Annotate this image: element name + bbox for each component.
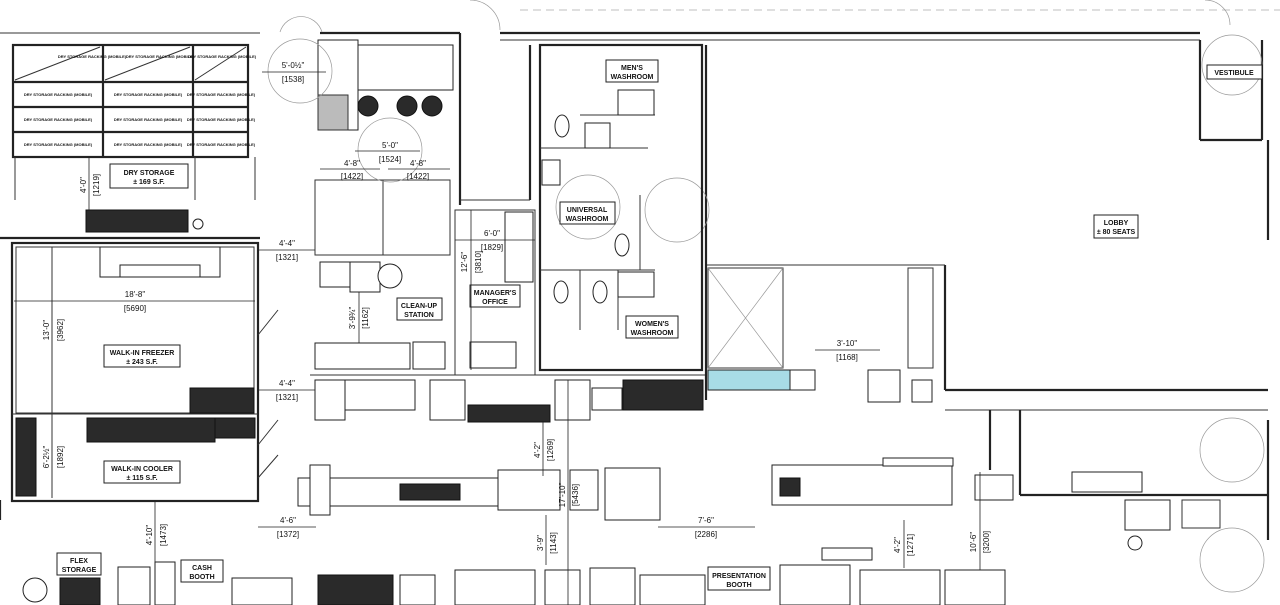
dim-metric: [1829] xyxy=(481,243,503,252)
rack-label: DRY STORAGE RACKING (MOBILE) xyxy=(188,54,257,59)
rack-label: DRY STORAGE RACKING (MOBILE) xyxy=(187,117,256,122)
dim-imperial: 4'-4" xyxy=(279,239,295,248)
universal-washroom-label-2: WASHROOM xyxy=(566,216,609,223)
dim-imperial: 3'-10" xyxy=(837,339,858,348)
rack-label: DRY STORAGE RACKING (MOBILE) xyxy=(24,117,93,122)
vestibule-label: VESTIBULE xyxy=(1214,70,1254,77)
lobby-label: LOBBY xyxy=(1104,220,1129,227)
mens-washroom-label: MEN'S xyxy=(621,65,643,72)
dim-metric: [1143] xyxy=(549,532,558,554)
dim-metric: [3810] xyxy=(474,251,483,273)
womens-washroom-label: WOMEN'S xyxy=(635,321,669,328)
dim-metric: [1524] xyxy=(379,155,401,164)
dim-imperial: 4'-8" xyxy=(344,159,360,168)
walk-in-units xyxy=(10,241,279,503)
dim-metric: [3962] xyxy=(56,319,65,341)
dim-imperial: 4'-2" xyxy=(893,537,902,553)
dim-metric: [1422] xyxy=(407,172,429,181)
dim-metric: [1269] xyxy=(546,439,555,461)
managers-office-label: MANAGER'S xyxy=(474,290,517,297)
rack-label: DRY STORAGE RACKING (MOBILE) xyxy=(114,92,183,97)
dim-imperial: 7'-6" xyxy=(698,516,714,525)
rack-label: DRY STORAGE RACKING (MOBILE) xyxy=(114,142,183,147)
dim-metric: [1473] xyxy=(159,524,168,546)
clean-up-station-label: CLEAN-UP xyxy=(401,303,437,310)
rack-label: DRY STORAGE RACKING (MOBILE) xyxy=(126,54,195,59)
dim-metric: [1162] xyxy=(361,307,370,329)
dim-imperial: 4'-8" xyxy=(410,159,426,168)
dim-metric: [1321] xyxy=(276,253,298,262)
lobby-seats: ± 80 SEATS xyxy=(1097,229,1136,236)
dim-imperial: 13'-0" xyxy=(42,320,51,341)
dim-metric: [3200] xyxy=(982,531,991,553)
dim-imperial: 6'-2½" xyxy=(42,446,51,469)
dim-imperial: 17'-10" xyxy=(558,482,567,507)
dim-metric: [5690] xyxy=(124,304,146,313)
rack-label: DRY STORAGE RACKING (MOBILE) xyxy=(24,142,93,147)
universal-washroom-label: UNIVERSAL xyxy=(567,207,608,214)
dim-imperial: 5'-0½" xyxy=(282,61,305,70)
dimensions: 5'-0½" [1538] 5'-0" [1524] 4'-8" [1422] … xyxy=(14,61,991,605)
dim-metric: [1372] xyxy=(277,530,299,539)
dim-imperial: 3'-9¾" xyxy=(348,307,357,330)
dim-imperial: 3'-9" xyxy=(536,535,545,551)
clean-up-station-label-2: STATION xyxy=(404,312,434,319)
dim-imperial: 5'-0" xyxy=(382,141,398,150)
managers-office-label-2: OFFICE xyxy=(482,299,508,306)
rack-label: DRY STORAGE RACKING (MOBILE) xyxy=(24,92,93,97)
dim-imperial: 4'-10" xyxy=(145,525,154,546)
dim-metric: [1219] xyxy=(92,174,101,196)
dim-metric: [1422] xyxy=(341,172,363,181)
dim-imperial: 12'-6" xyxy=(460,252,469,273)
mens-washroom-label-2: WASHROOM xyxy=(611,74,654,81)
dry-storage-racks: DRY STORAGE RACKING (MOBILE) DRY STORAGE… xyxy=(11,43,257,233)
cash-booth-label: CASH xyxy=(192,565,212,572)
dim-imperial: 4'-6" xyxy=(280,516,296,525)
walk-in-freezer-area: ± 243 S.F. xyxy=(126,359,158,366)
womens-washroom-label-2: WASHROOM xyxy=(631,330,674,337)
walk-in-cooler-label: WALK-IN COOLER xyxy=(111,466,173,473)
dim-imperial: 10'-6" xyxy=(969,532,978,553)
rack-label: DRY STORAGE RACKING (MOBILE) xyxy=(58,54,127,59)
dim-metric: [1168] xyxy=(836,353,858,362)
walk-in-cooler-area: ± 115 S.F. xyxy=(126,475,157,482)
dim-metric: [5436] xyxy=(571,484,580,506)
dry-storage-label: DRY STORAGE xyxy=(124,170,175,177)
dim-imperial: 4'-4" xyxy=(279,379,295,388)
dim-metric: [1892] xyxy=(56,446,65,468)
washroom-block xyxy=(454,43,704,376)
rack-label: DRY STORAGE RACKING (MOBILE) xyxy=(187,92,256,97)
dim-imperial: 6'-0" xyxy=(484,229,500,238)
flex-storage-label-2: STORAGE xyxy=(62,567,97,574)
rack-label: DRY STORAGE RACKING (MOBILE) xyxy=(187,142,256,147)
dim-imperial: 4'-2" xyxy=(533,442,542,458)
presentation-booth-label: PRESENTATION xyxy=(712,573,766,580)
kitchen-equipment xyxy=(22,34,1265,605)
dim-metric: [1271] xyxy=(906,534,915,556)
presentation-booth-label-2: BOOTH xyxy=(726,582,751,589)
dim-imperial: 18'-8" xyxy=(125,290,146,299)
rack-label: DRY STORAGE RACKING (MOBILE) xyxy=(114,117,183,122)
cash-booth-label-2: BOOTH xyxy=(189,574,214,581)
flex-storage-label: FLEX xyxy=(70,558,88,565)
room-labels: DRY STORAGE ± 169 S.F. WALK-IN FREEZER ±… xyxy=(56,59,1263,591)
dim-metric: [1538] xyxy=(282,75,304,84)
dry-storage-area: ± 169 S.F. xyxy=(133,179,165,186)
dim-metric: [1321] xyxy=(276,393,298,402)
dim-imperial: 4'-0" xyxy=(79,177,88,193)
dim-metric: [2286] xyxy=(695,530,717,539)
walk-in-freezer-label: WALK-IN FREEZER xyxy=(110,350,175,357)
